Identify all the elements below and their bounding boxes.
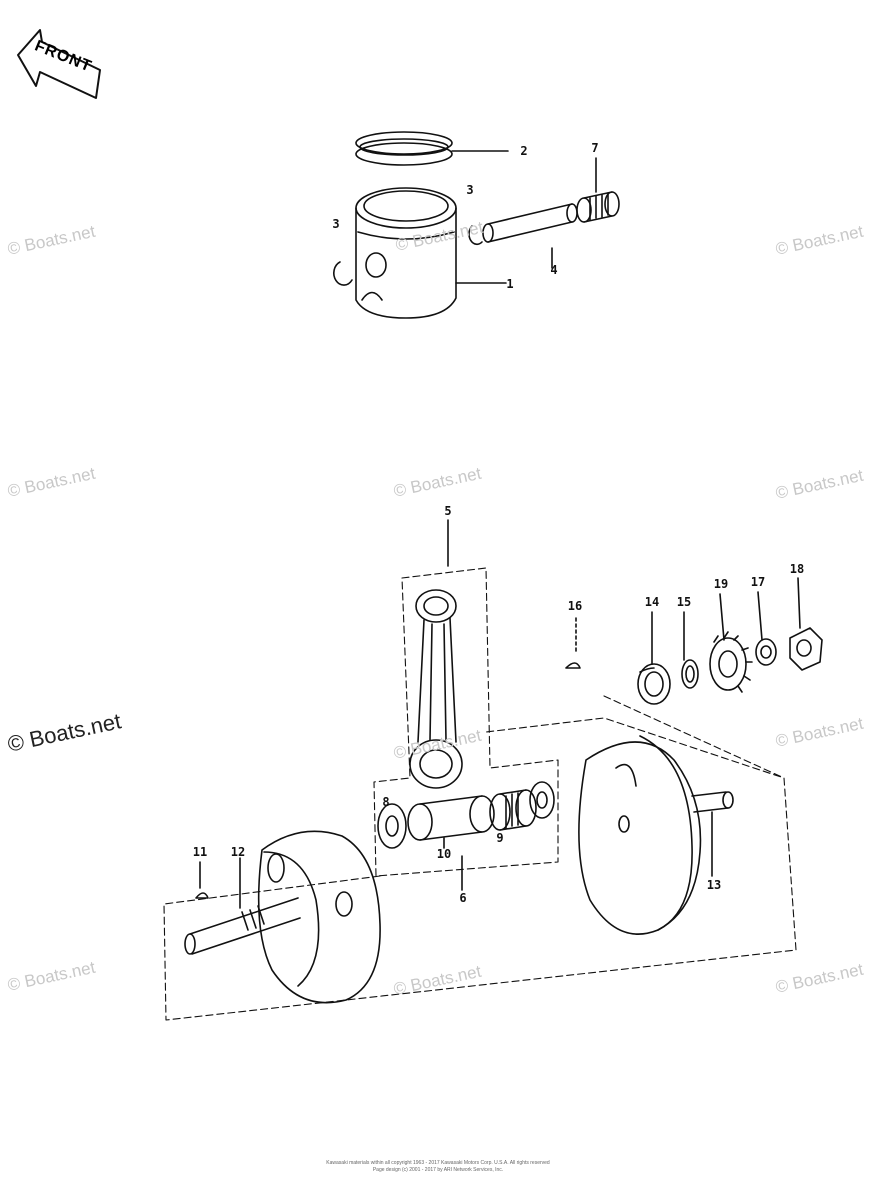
callout-3-left: 3 bbox=[332, 217, 340, 231]
callout-18: 18 bbox=[789, 562, 805, 576]
flywheel-right bbox=[578, 735, 734, 935]
thrust-washer-right bbox=[529, 781, 555, 819]
crankshaft-nut bbox=[789, 627, 823, 671]
piston-pin bbox=[482, 203, 578, 243]
oil-seal bbox=[637, 663, 671, 705]
callout-1: 1 bbox=[506, 277, 514, 291]
copyright-line-1: Kawasaki materials within all copyright … bbox=[326, 1160, 550, 1166]
collar bbox=[681, 659, 699, 689]
callout-10: 10 bbox=[436, 847, 452, 861]
callout-2: 2 bbox=[520, 144, 528, 158]
crankshaft-gear bbox=[709, 631, 753, 693]
big-end-needle-bearing bbox=[489, 789, 537, 831]
callout-12: 12 bbox=[230, 845, 246, 859]
callout-17: 17 bbox=[750, 575, 766, 589]
piston-pin-clip-right bbox=[468, 225, 483, 246]
callout-3-right: 3 bbox=[466, 183, 474, 197]
front-arrow-icon bbox=[17, 29, 101, 99]
flywheel-left bbox=[184, 830, 381, 1004]
small-end-needle-bearing bbox=[576, 191, 620, 223]
callout-6: 6 bbox=[459, 891, 467, 905]
piston-pin-clip-left bbox=[333, 261, 353, 286]
callout-11: 11 bbox=[192, 845, 208, 859]
callout-4: 4 bbox=[550, 263, 558, 277]
crank-pin bbox=[407, 795, 495, 841]
piston-rings bbox=[355, 131, 453, 166]
callout-7: 7 bbox=[591, 141, 599, 155]
thrust-washer-left bbox=[377, 803, 407, 849]
callout-14: 14 bbox=[644, 595, 660, 609]
woodruff-key-left bbox=[195, 892, 209, 899]
piston bbox=[355, 187, 457, 319]
callout-15: 15 bbox=[676, 595, 692, 609]
connecting-rod bbox=[409, 589, 463, 789]
callout-16: 16 bbox=[567, 599, 583, 613]
callout-8: 8 bbox=[382, 795, 390, 809]
copyright-line-2: Page design (c) 2001 - 2017 by ARI Netwo… bbox=[372, 1167, 504, 1173]
callout-9: 9 bbox=[496, 831, 504, 845]
callout-5: 5 bbox=[444, 504, 452, 518]
callout-13: 13 bbox=[706, 878, 722, 892]
callout-19: 19 bbox=[713, 577, 729, 591]
woodruff-key-right bbox=[565, 662, 581, 669]
lock-washer bbox=[755, 638, 777, 666]
